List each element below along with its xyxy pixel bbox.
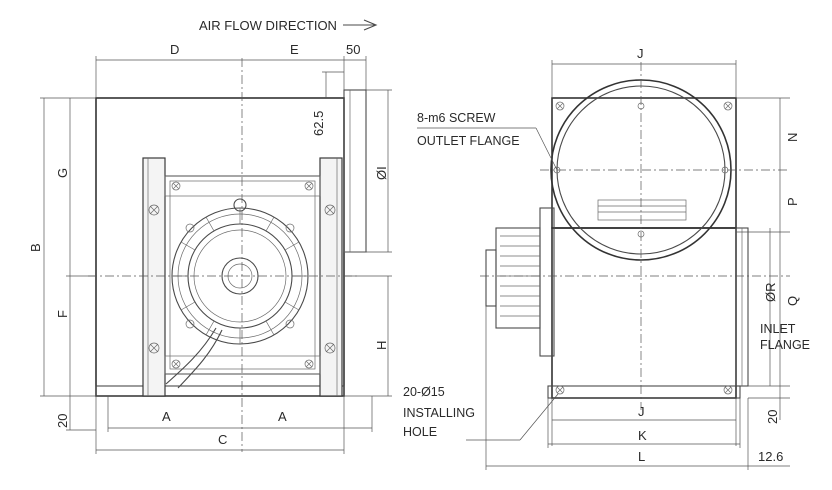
side-outlet-flange xyxy=(551,97,737,229)
dim-J-bottom: J xyxy=(638,404,645,419)
front-bolts xyxy=(148,181,336,369)
dim-K: K xyxy=(638,428,647,443)
front-right-rail xyxy=(319,157,343,397)
dim-H: H xyxy=(374,341,389,350)
dim-right-20: 20 xyxy=(765,410,780,424)
air-flow-arrow-icon xyxy=(343,19,378,31)
dim-D: D xyxy=(170,42,179,57)
dim-N: N xyxy=(785,133,800,142)
dim-12-6: 12.6 xyxy=(758,449,783,464)
note-screw: 8-m6 SCREW xyxy=(417,111,496,125)
note-outlet-flange: OUTLET FLANGE xyxy=(417,134,520,148)
impeller-icon xyxy=(597,199,687,221)
motor-cable xyxy=(165,327,223,389)
dim-phi-I: ØI xyxy=(374,166,389,180)
air-flow-title: AIR FLOW DIRECTION xyxy=(199,18,337,33)
side-dimensions: J N P ØR Q 20 J K L 12.6 8-m6 SCREW OUTL… xyxy=(403,46,810,470)
note-installing-2: INSTALLING xyxy=(403,406,475,420)
note-inlet-flange-2: FLANGE xyxy=(760,338,810,352)
front-outlet-duct xyxy=(343,89,367,253)
dim-phi-R: ØR xyxy=(763,283,778,303)
dim-B: B xyxy=(28,243,43,252)
dim-bottom-20: 20 xyxy=(55,414,70,428)
motor-icon xyxy=(171,198,309,345)
note-inlet-flange-1: INLET xyxy=(760,322,796,336)
side-view xyxy=(480,62,790,410)
note-installing-1: 20-Ø15 xyxy=(403,385,445,399)
dim-F: F xyxy=(55,310,70,318)
front-view xyxy=(88,58,367,452)
dim-A-left: A xyxy=(162,409,171,424)
dim-Q: Q xyxy=(785,296,800,306)
air-flow-header: AIR FLOW DIRECTION xyxy=(199,18,378,33)
dim-A-right: A xyxy=(278,409,287,424)
side-motor-icon xyxy=(485,207,555,357)
front-housing xyxy=(95,97,345,397)
dim-G: G xyxy=(55,168,70,178)
dim-50: 50 xyxy=(346,42,360,57)
dim-62-5: 62.5 xyxy=(311,111,326,136)
dim-E: E xyxy=(290,42,299,57)
side-bolts xyxy=(553,101,733,395)
dim-P: P xyxy=(785,197,800,206)
note-installing-3: HOLE xyxy=(403,425,437,439)
front-left-rail xyxy=(142,157,166,397)
front-dimensions: D E 50 62.5 ØI H B G F 20 A xyxy=(28,42,392,454)
dim-C: C xyxy=(218,432,227,447)
dim-J-top: J xyxy=(637,46,644,61)
dim-L: L xyxy=(638,449,645,464)
